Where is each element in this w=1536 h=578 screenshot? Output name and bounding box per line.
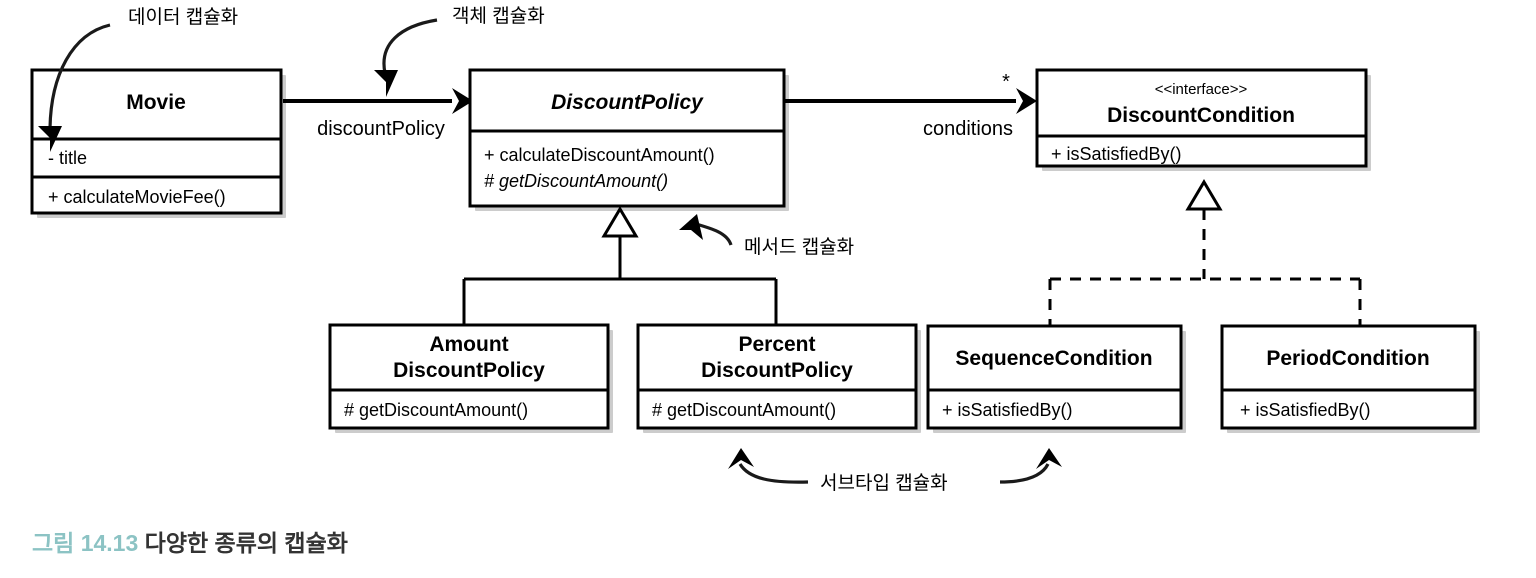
- class-box-sequence-condition[interactable]: SequenceCondition + isSatisfiedBy(): [926, 324, 1186, 433]
- movie-attribute-title: - title: [48, 148, 87, 168]
- class-name-percent-line1: Percent: [738, 333, 815, 356]
- class-name-amount-line2: DiscountPolicy: [393, 359, 545, 382]
- multiplicity-star: *: [1002, 71, 1010, 93]
- class-box-percent-discount-policy[interactable]: Percent DiscountPolicy # getDiscountAmou…: [636, 323, 921, 433]
- class-name-movie: Movie: [126, 91, 186, 114]
- annotation-label-object-encapsulation: 객체 캡슐화: [452, 5, 545, 27]
- class-name-discount-policy: DiscountPolicy: [551, 91, 704, 114]
- annotation-data-encapsulation: 데이터 캡슐화: [38, 6, 238, 152]
- annotation-label-data-encapsulation: 데이터 캡슐화: [128, 6, 238, 28]
- class-box-amount-discount-policy[interactable]: Amount DiscountPolicy # getDiscountAmoun…: [328, 323, 613, 433]
- annotation-method-encapsulation: 메서드 캡슐화: [679, 214, 854, 258]
- association-label-conditions: conditions: [923, 118, 1013, 140]
- association-discountpolicy-discountcondition: [785, 88, 1037, 114]
- realization-discountcondition: [1048, 179, 1362, 326]
- class-name-discount-condition: DiscountCondition: [1107, 104, 1295, 127]
- discount-policy-operation-getdiscountamount: # getDiscountAmount(): [484, 171, 668, 191]
- discount-condition-operation-issatisfiedby: + isSatisfiedBy(): [1051, 144, 1182, 164]
- annotation-label-method-encapsulation: 메서드 캡슐화: [744, 236, 854, 258]
- class-name-percent-line2: DiscountPolicy: [701, 359, 853, 382]
- class-box-period-condition[interactable]: PeriodCondition + isSatisfiedBy(): [1220, 324, 1480, 433]
- sequence-operation-issatisfiedby: + isSatisfiedBy(): [942, 400, 1073, 420]
- class-box-discount-policy[interactable]: DiscountPolicy + calculateDiscountAmount…: [468, 68, 789, 211]
- generalization-discountpolicy: [462, 206, 778, 325]
- amount-operation-getdiscountamount: # getDiscountAmount(): [344, 400, 528, 420]
- annotation-object-encapsulation: 객체 캡슐화: [374, 5, 545, 97]
- figure-caption-text: 다양한 종류의 캡슐화: [144, 530, 348, 556]
- annotation-label-subtype-encapsulation: 서브타입 캡슐화: [820, 472, 948, 494]
- annotation-subtype-encapsulation: 서브타입 캡슐화: [728, 448, 1062, 494]
- class-name-period-condition: PeriodCondition: [1266, 347, 1429, 370]
- association-movie-discountpolicy: [283, 88, 473, 114]
- figure-caption: 그림 14.13 다양한 종류의 캡슐화: [32, 524, 348, 558]
- percent-operation-getdiscountamount: # getDiscountAmount(): [652, 400, 836, 420]
- discount-policy-operation-calculate: + calculateDiscountAmount(): [484, 145, 715, 165]
- figure-caption-number: 그림 14.13: [32, 530, 139, 556]
- stereotype-interface: <<interface>>: [1155, 81, 1248, 98]
- class-name-sequence-condition: SequenceCondition: [955, 347, 1152, 370]
- period-operation-issatisfiedby: + isSatisfiedBy(): [1240, 400, 1371, 420]
- class-box-movie[interactable]: Movie - title + calculateMovieFee(): [30, 68, 286, 218]
- class-box-discount-condition[interactable]: <<interface>> DiscountCondition + isSati…: [1035, 68, 1371, 171]
- class-name-amount-line1: Amount: [429, 333, 508, 356]
- association-label-discountpolicy: discountPolicy: [317, 118, 445, 140]
- movie-operation-calculatemoviefee: + calculateMovieFee(): [48, 187, 226, 207]
